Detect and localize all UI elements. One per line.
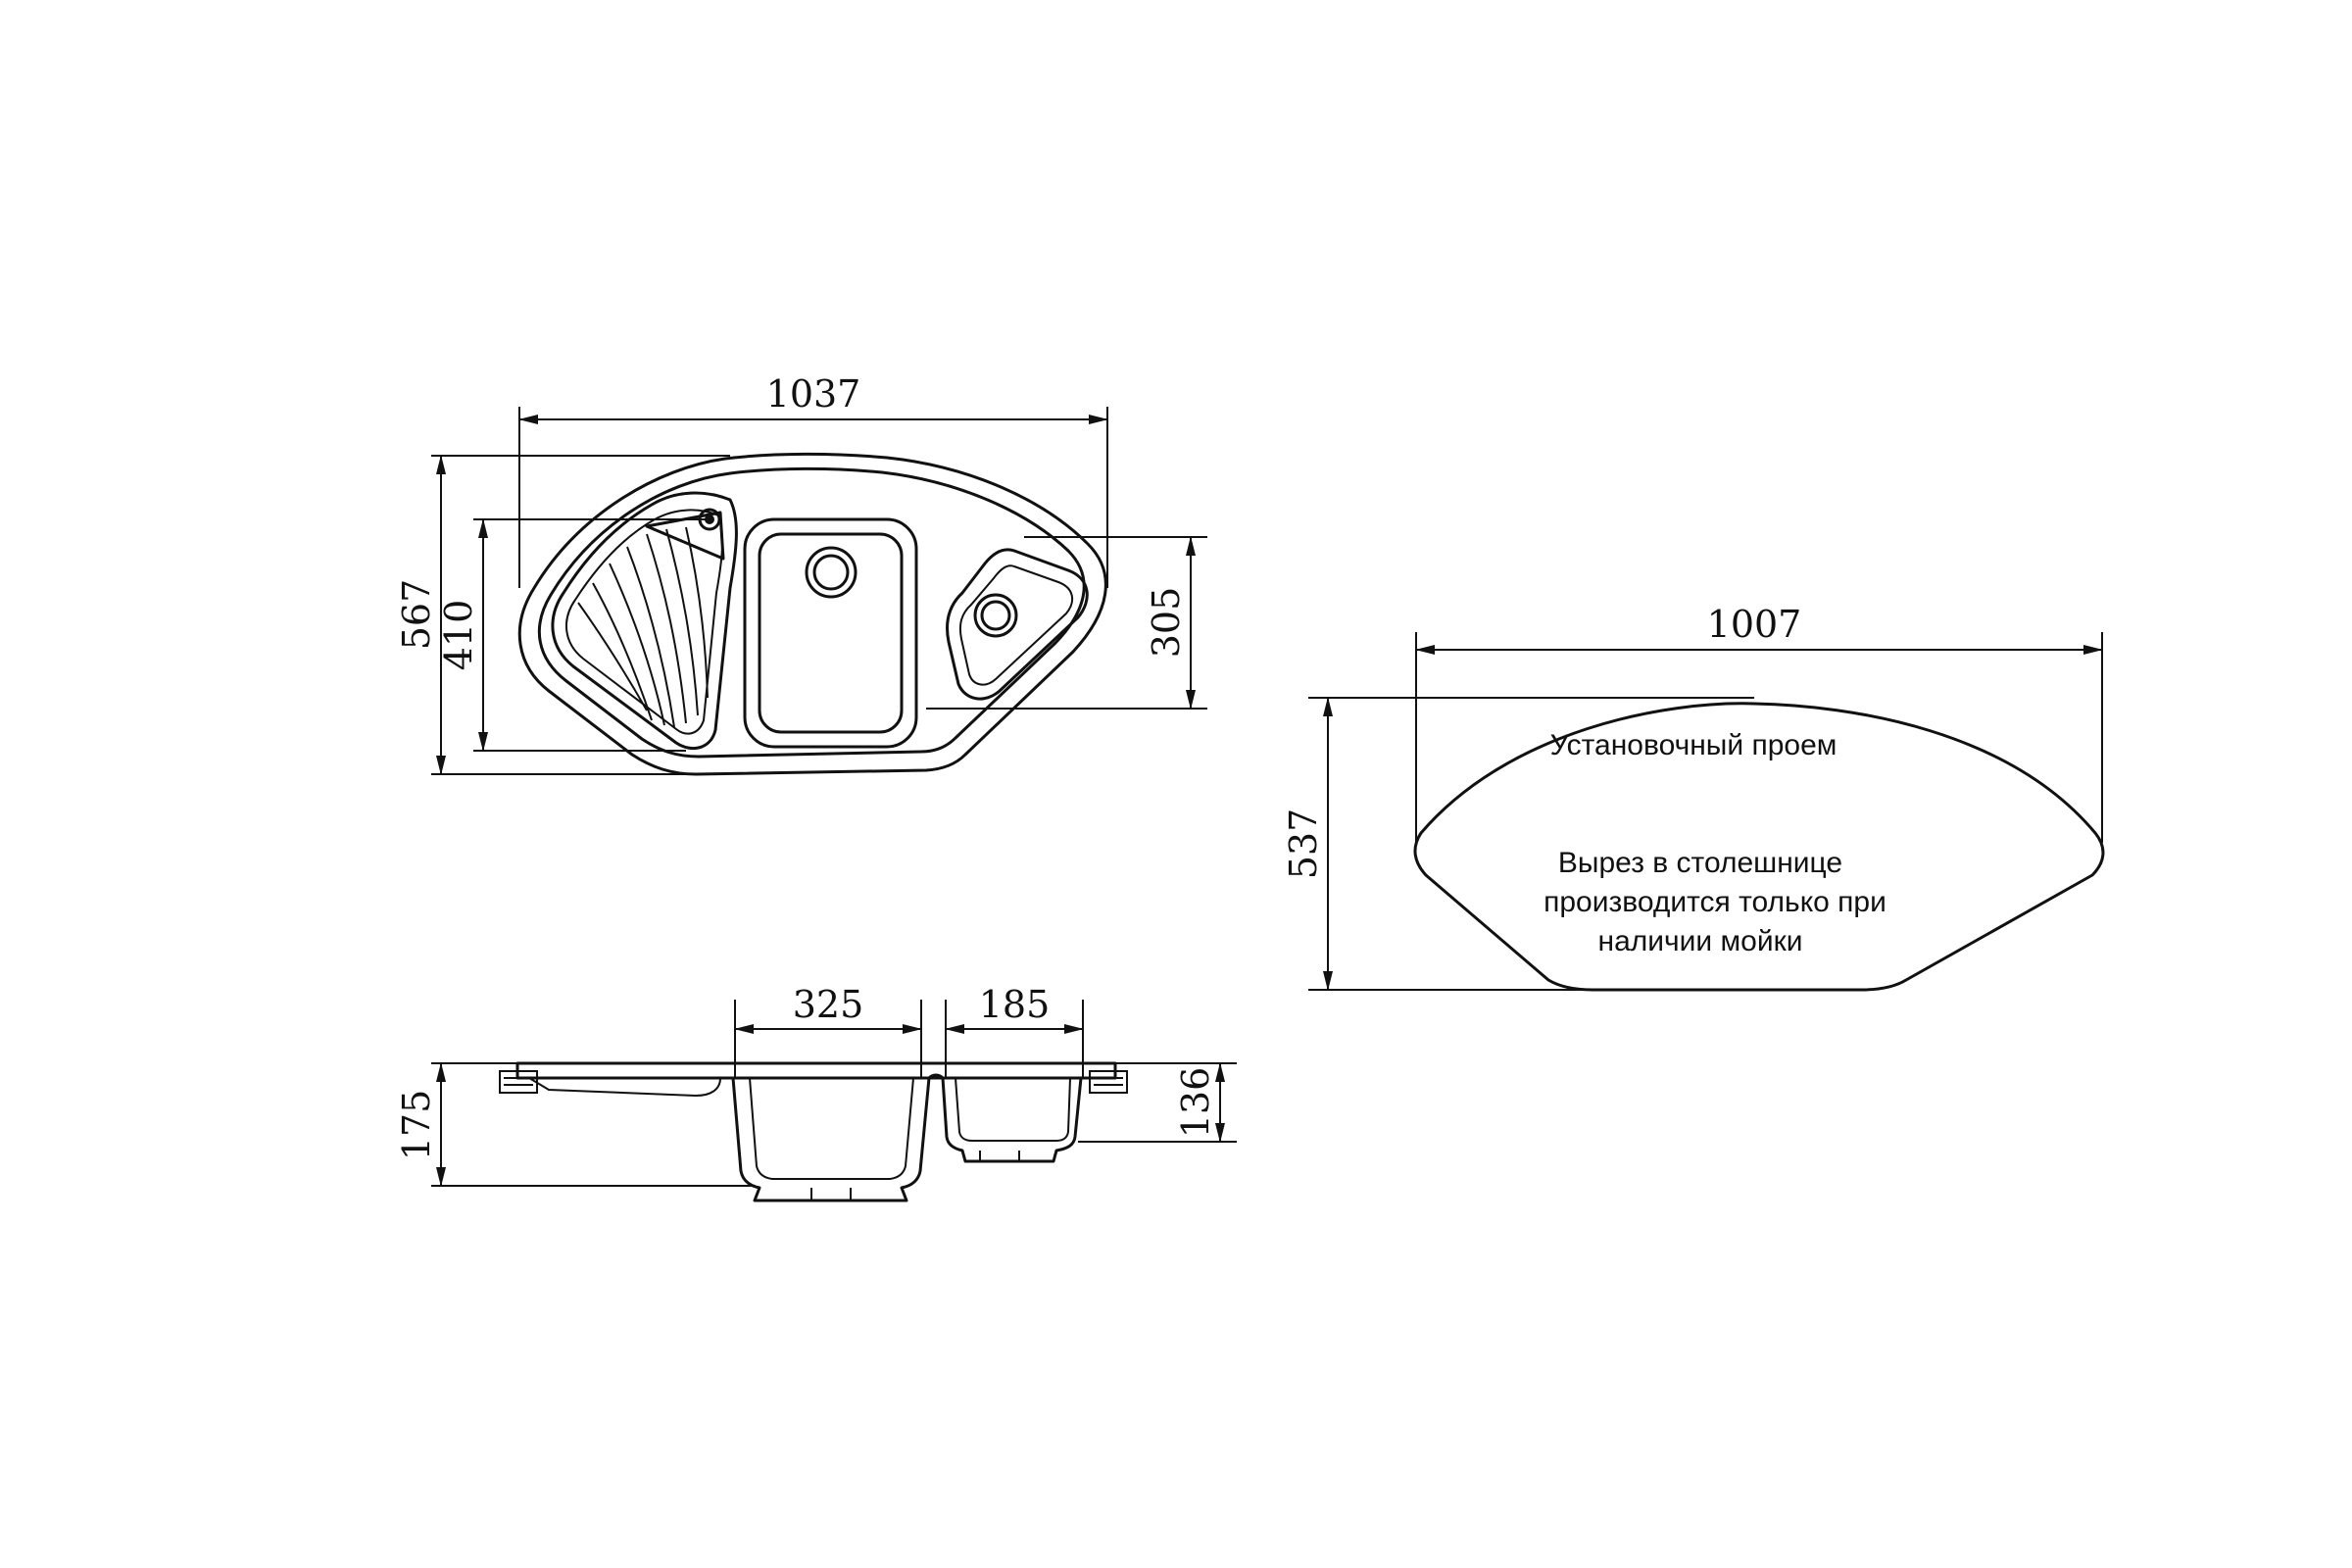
- dimension-cutout-depth-label: 537: [1282, 808, 1325, 880]
- dimension-small-height-label: 136: [1174, 1067, 1217, 1139]
- right-clamp: [1089, 1070, 1128, 1094]
- cutout-note-line-3: наличии мойки: [1598, 925, 1803, 957]
- small-bowl-drain-inner: [980, 600, 1011, 631]
- side-view-extension-lines: [431, 1000, 1237, 1187]
- dimension-width-label: 1037: [766, 372, 861, 416]
- dimension-depth-label: 567: [395, 579, 438, 651]
- countertop-cutout: 1007 537 Установочный проем Вырез в стол…: [1282, 603, 2105, 992]
- dimension-main-bowl-width-label: 325: [793, 983, 864, 1026]
- small-bowl-outer: [946, 548, 1089, 701]
- main-bowl-drain-icon: [805, 546, 858, 599]
- main-bowl-inner: [758, 532, 904, 734]
- side-small-bowl: [941, 1076, 1083, 1163]
- sink-inner-rim: [537, 466, 1086, 759]
- dimension-cutout-width-label: 1007: [1707, 603, 1802, 646]
- drainboard-grooves: [577, 526, 709, 728]
- side-drainboard: [525, 1077, 722, 1098]
- cutout-note-line-2: производится только при: [1544, 886, 1886, 918]
- dimension-main-depth-label: 410: [437, 600, 480, 671]
- cutout-outline: [1413, 702, 2105, 992]
- cutout-title: Установочный проем: [1550, 729, 1838, 761]
- cutout-note-line-1: Вырез в столешнице: [1558, 847, 1842, 879]
- small-bowl-inner: [958, 564, 1074, 686]
- small-bowl-drain-icon: [973, 593, 1018, 638]
- cutout-extension-lines: [1308, 632, 2103, 991]
- dimension-small-depth-label: 305: [1145, 587, 1188, 659]
- dimension-small-bowl-width-label: 185: [979, 983, 1051, 1026]
- sink-outer-rim: [517, 452, 1107, 776]
- main-bowl-drain-inner: [812, 554, 850, 591]
- sink-side-view: 325 185 175 136: [395, 983, 1237, 1202]
- sink-top-view: 1037 567 410 305: [395, 372, 1207, 776]
- drainboard-outer: [551, 491, 738, 751]
- side-rim: [515, 1061, 1117, 1080]
- top-view-extension-lines: [431, 407, 1207, 775]
- main-bowl-outer: [743, 517, 918, 749]
- side-main-bowl: [731, 1076, 931, 1202]
- dimension-total-height-label: 175: [395, 1090, 438, 1161]
